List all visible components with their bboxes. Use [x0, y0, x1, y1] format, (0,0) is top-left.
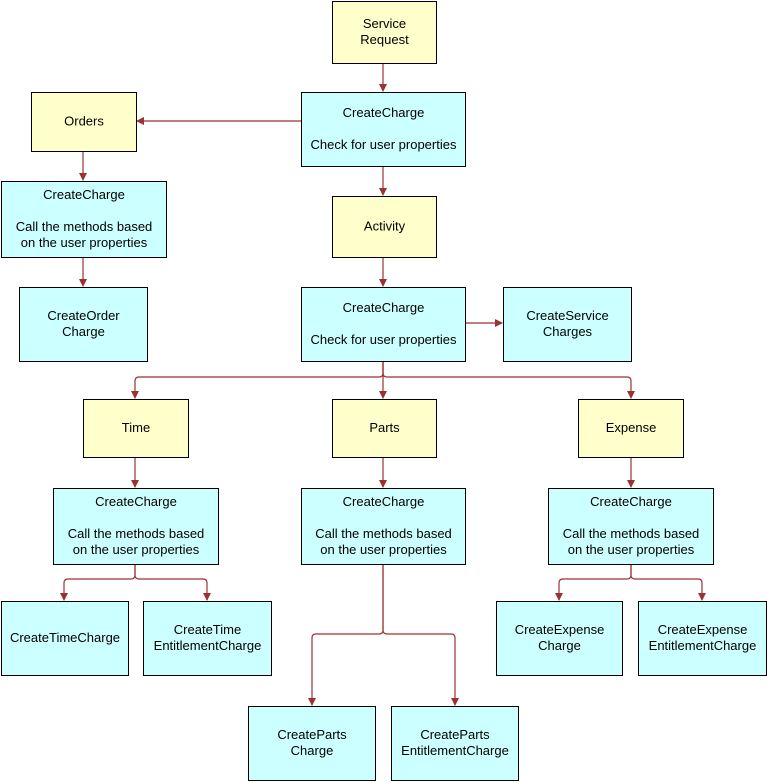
node-box — [1, 181, 167, 258]
node-box — [332, 196, 437, 258]
node-box — [332, 399, 437, 458]
node-label-line: Charge — [291, 743, 334, 758]
node-label-line: Orders — [64, 114, 104, 129]
node-box — [53, 488, 219, 565]
node-box — [391, 706, 519, 781]
node-label-line: Check for user properties — [311, 137, 457, 152]
connector-create-charge-parts-to-create-parts-entitlement-charge — [382, 564, 459, 706]
node-label-line: Expense — [606, 420, 657, 435]
node-label-line: EntitlementCharge — [649, 638, 757, 653]
node-label-line: Call the methods based — [68, 526, 205, 541]
node-label-line: CreateCharge — [343, 300, 425, 315]
node-label-line: CreateParts — [277, 727, 347, 742]
node-label-line: EntitlementCharge — [154, 638, 262, 653]
node-label-line: CreateOrder — [47, 308, 120, 323]
node-box — [1, 601, 129, 676]
node-label-line: Charges — [543, 324, 593, 339]
connector-create-charge-activity-to-time — [131, 361, 384, 399]
node-label-line: on the user properties — [21, 235, 148, 250]
node-box — [31, 92, 137, 152]
node-box — [143, 601, 272, 676]
node-box — [503, 287, 632, 362]
node-label-line: CreateExpense — [658, 622, 748, 637]
node-label-line: CreateService — [526, 308, 608, 323]
node-label-line: CreateCharge — [43, 187, 125, 202]
connector-create-charge-expense-to-create-expense-entitlement-charge — [630, 564, 706, 601]
node-label-line: Call the methods based — [563, 526, 700, 541]
node-box — [301, 488, 466, 565]
node-box — [83, 399, 189, 458]
node-label-line: CreateParts — [420, 727, 490, 742]
node-box — [332, 1, 437, 64]
node-label-line: on the user properties — [568, 542, 695, 557]
node-box — [496, 601, 623, 676]
connectors-layer — [60, 63, 706, 706]
node-label-line: Parts — [369, 420, 400, 435]
node-label-line: on the user properties — [320, 542, 447, 557]
node-label-line: on the user properties — [73, 542, 200, 557]
node-box — [548, 488, 714, 565]
node-label-line: CreateTimeCharge — [10, 630, 120, 645]
connector-create-charge-parts-to-create-parts-charge — [308, 564, 384, 706]
node-label-line: Charge — [62, 324, 105, 339]
node-orders: Orders — [31, 92, 137, 152]
node-label-line: Activity — [364, 219, 406, 234]
connector-create-charge-time-to-create-time-charge — [60, 564, 136, 601]
node-label-line: CreateCharge — [343, 105, 425, 120]
node-box — [19, 287, 148, 362]
connector-create-charge-activity-to-expense — [382, 361, 635, 399]
node-expense: Expense — [578, 399, 684, 458]
node-label-line: Charge — [538, 638, 581, 653]
node-box — [301, 287, 466, 362]
node-label-line: Time — [122, 420, 150, 435]
connector-create-charge-expense-to-create-expense-charge — [555, 564, 632, 601]
node-label-line: Service — [363, 16, 406, 31]
node-label-line: EntitlementCharge — [401, 743, 509, 758]
node-label-line: CreateExpense — [515, 622, 605, 637]
node-box — [301, 92, 466, 167]
node-label-line: CreateCharge — [95, 494, 177, 509]
node-label-line: CreateCharge — [590, 494, 672, 509]
node-box — [638, 601, 767, 676]
node-label-line: Check for user properties — [311, 332, 457, 347]
node-label-line: Request — [360, 32, 409, 47]
node-create-time-charge: CreateTimeCharge — [1, 601, 129, 676]
connector-create-charge-time-to-create-time-entitlement-charge — [134, 564, 211, 601]
node-activity: Activity — [332, 196, 437, 258]
node-label-line: CreateTime — [174, 622, 241, 637]
node-label-line: CreateCharge — [343, 494, 425, 509]
node-box — [578, 399, 684, 458]
node-box — [248, 706, 376, 781]
node-parts: Parts — [332, 399, 437, 458]
node-time: Time — [83, 399, 189, 458]
node-label-line: Call the methods based — [315, 526, 452, 541]
node-label-line: Call the methods based — [16, 219, 153, 234]
